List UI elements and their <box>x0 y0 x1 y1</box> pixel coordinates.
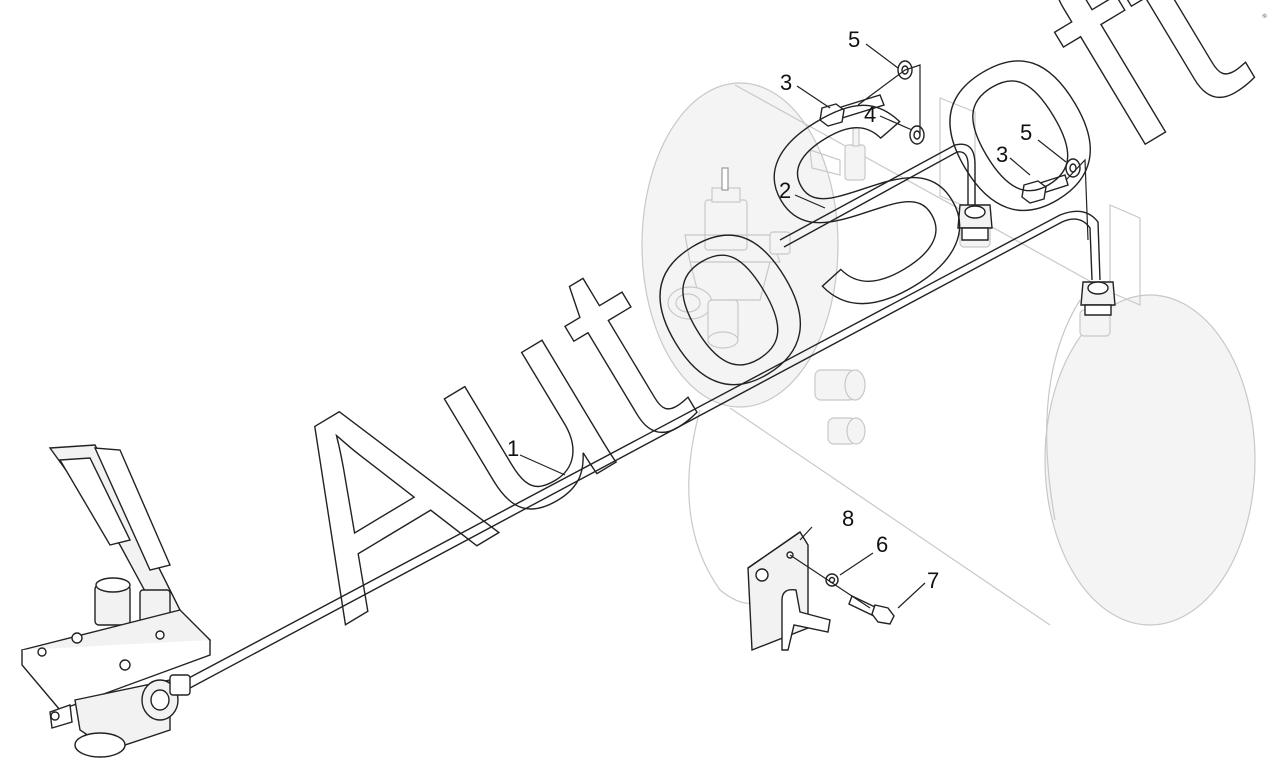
callout-2: 2 <box>779 178 791 203</box>
right-fitting <box>1080 281 1116 316</box>
air-line-1 <box>184 210 1101 689</box>
callout-3-upper: 3 <box>780 70 792 95</box>
air-line-2 <box>779 143 976 248</box>
callout-5-right: 5 <box>1020 120 1032 145</box>
relay-valve <box>667 167 791 349</box>
upper-fitting <box>957 204 993 241</box>
bolt-3-upper <box>819 94 885 127</box>
bolt-3-right <box>1021 174 1069 204</box>
washer-5-right <box>1065 158 1081 178</box>
callout-leaders <box>519 43 1067 609</box>
washer-6 <box>825 573 839 587</box>
air-tank <box>641 82 1256 626</box>
callout-7: 7 <box>927 568 939 593</box>
callout-1: 1 <box>507 436 519 461</box>
corner-mark: ® <box>1261 12 1269 21</box>
mounting-plate-8 <box>747 531 831 652</box>
callout-5-upper: 5 <box>848 27 860 52</box>
callout-3-right: 3 <box>996 142 1008 167</box>
callout-8: 8 <box>842 506 854 531</box>
callout-4: 4 <box>864 102 876 127</box>
bolt-7 <box>848 595 895 625</box>
foot-brake-valve <box>20 444 212 758</box>
callout-labels: 1 2 3 3 4 5 5 6 7 8 <box>507 27 1032 593</box>
callout-6: 6 <box>876 532 888 557</box>
